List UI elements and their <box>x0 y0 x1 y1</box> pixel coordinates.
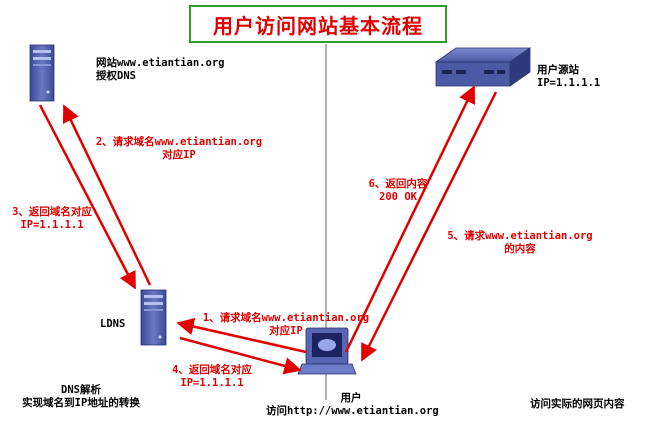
user-label: 用户 访问http://www.etiantian.org <box>266 392 439 418</box>
step-2-line1: 2、请求域名www.etiantian.org <box>95 136 263 148</box>
ldns-label: LDNS <box>100 318 126 330</box>
auth-dns-server-icon <box>29 44 55 102</box>
step-2-line2: 对应IP <box>162 149 196 161</box>
user-label-line2: 访问http://www.etiantian.org <box>266 405 439 417</box>
step-6-line2: 200 OK <box>379 191 417 203</box>
step-6-line1: 6、返回内容 <box>368 178 428 190</box>
ldns-server-icon <box>140 289 167 346</box>
step-5-line1: 5、请求www.etiantian.org <box>447 230 593 242</box>
title-box: 用户访问网站基本流程 <box>189 5 447 43</box>
step-4-line2: IP=1.1.1.1 <box>180 377 244 389</box>
arrow-step-3 <box>38 104 137 290</box>
user-label-line1: 用户 <box>340 392 362 404</box>
auth-dns-label-line1: 网站www.etiantian.org <box>96 57 225 69</box>
auth-dns-label-line2: 授权DNS <box>96 70 136 82</box>
arrow-step-1 <box>176 317 307 354</box>
step-6-label: 6、返回内容 200 OK <box>356 178 440 204</box>
origin-label-line2: IP=1.1.1.1 <box>537 77 601 89</box>
origin-label-line1: 用户源站 <box>537 64 579 76</box>
step-1-line2: 对应IP <box>269 325 303 337</box>
origin-rack-server-icon <box>434 47 532 87</box>
arrow-step-6 <box>360 91 498 362</box>
step-5-line2: 的内容 <box>504 243 536 255</box>
step-1-line1: 1、请求域名www.etiantian.org <box>202 312 370 324</box>
arrow-step-5 <box>344 85 476 353</box>
origin-label: 用户源站 IP=1.1.1.1 <box>537 64 600 90</box>
step-4-line1: 4、返回域名对应 <box>172 364 252 376</box>
step-3-line2: IP=1.1.1.1 <box>20 219 84 231</box>
step-4-label: 4、返回域名对应 IP=1.1.1.1 <box>155 364 269 390</box>
step-1-label: 1、请求域名www.etiantian.org 对应IP <box>196 312 376 338</box>
step-2-label: 2、请求域名www.etiantian.org 对应IP <box>88 136 270 162</box>
dns-caption: DNS解析 实现域名到IP地址的转换 <box>6 384 156 410</box>
arrow-step-4 <box>179 336 302 375</box>
diagram-title: 用户访问网站基本流程 <box>213 13 423 38</box>
web-caption: 访问实际的网页内容 <box>530 398 625 410</box>
arrow-step-2 <box>62 104 152 286</box>
user-computer-icon <box>297 327 357 375</box>
auth-dns-label: 网站www.etiantian.org 授权DNS <box>96 57 224 83</box>
dns-caption-line2: 实现域名到IP地址的转换 <box>22 397 140 409</box>
dns-caption-line1: DNS解析 <box>61 384 101 396</box>
step-3-label: 3、返回域名对应 IP=1.1.1.1 <box>0 206 104 232</box>
step-5-label: 5、请求www.etiantian.org 的内容 <box>438 230 602 256</box>
step-3-line1: 3、返回域名对应 <box>12 206 92 218</box>
